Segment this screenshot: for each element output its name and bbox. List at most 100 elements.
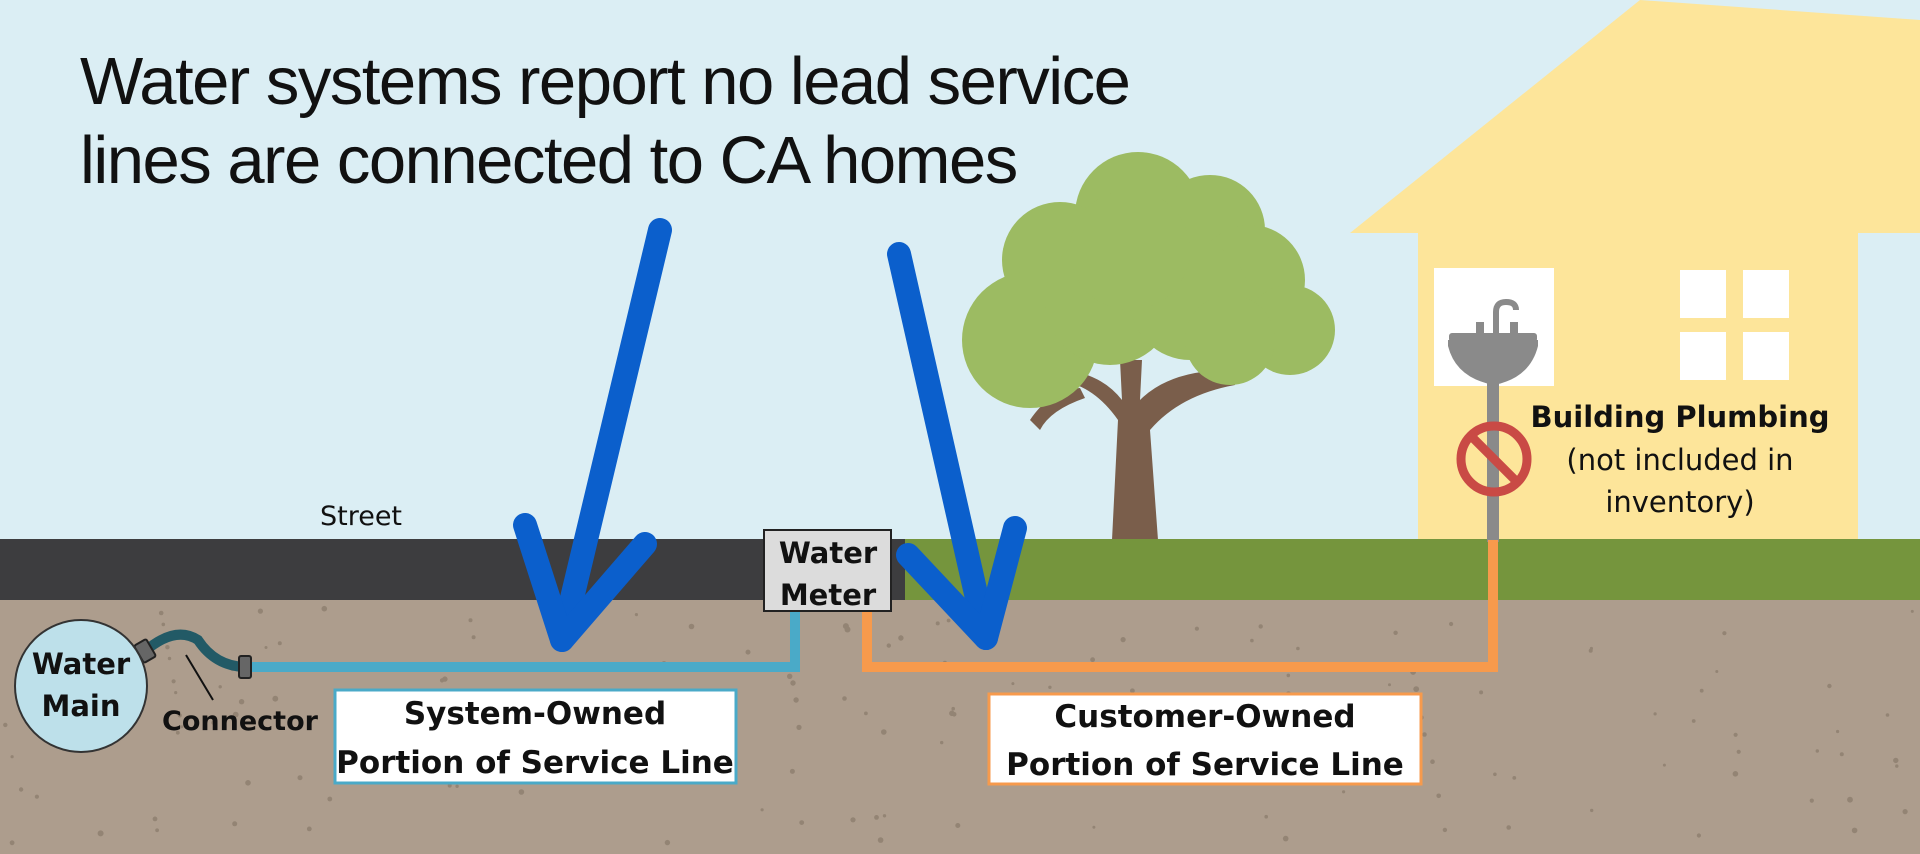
soil-speckle (1847, 796, 1853, 803)
system-owned-label-1: System-Owned (404, 696, 666, 732)
soil-speckle (161, 622, 166, 627)
soil-speckle (1839, 752, 1844, 757)
soil-speckle (1422, 732, 1427, 737)
soil-speckle (796, 724, 802, 731)
soil-speckle (97, 830, 104, 837)
connector-pipe (133, 629, 252, 679)
connector-leader-line (185, 654, 214, 701)
soil-speckle (321, 605, 328, 612)
soil-speckle (1699, 688, 1704, 693)
water-main-label-1: Water (32, 647, 131, 681)
soil-speckle (787, 673, 793, 679)
soil-speckle (799, 820, 805, 825)
soil-speckle (1258, 624, 1263, 629)
soil-speckle (1342, 790, 1346, 794)
soil-speckle (264, 646, 268, 649)
soil-speckle (1090, 657, 1095, 663)
soil-speckle (1264, 814, 1268, 819)
soil-speckle (886, 643, 891, 648)
water-main (14, 619, 148, 753)
soil-speckle (1715, 670, 1719, 673)
soil-speckle (1736, 749, 1741, 754)
soil-speckle (842, 623, 849, 630)
soil-speckle (1590, 808, 1594, 813)
soil-speckle (155, 828, 160, 833)
soil-speckle (1733, 732, 1738, 737)
water-main-label-2: Main (41, 689, 120, 723)
soil-speckle (1194, 626, 1199, 631)
soil-speckle (180, 725, 184, 729)
soil-speckle (1893, 757, 1899, 764)
soil-speckle (1413, 686, 1420, 692)
soil-speckle (1479, 690, 1484, 695)
soil-speckle (664, 839, 671, 846)
soil-speckle (1732, 771, 1739, 777)
soil-speckle (152, 816, 158, 822)
soil-speckle (1836, 729, 1840, 734)
soil-speckle (760, 808, 764, 812)
soil-speckle (1809, 798, 1814, 803)
soil-speckle (1885, 713, 1890, 717)
water-meter (763, 529, 892, 612)
street (0, 539, 905, 602)
soil-speckle (455, 784, 459, 788)
soil-speckle (634, 613, 639, 617)
soil-speckle (882, 814, 887, 818)
title-line-2: lines are connected to CA homes (80, 123, 1017, 198)
soil-speckle (277, 641, 282, 646)
soil-speckle (898, 635, 904, 641)
soil-speckle (1442, 827, 1448, 833)
sink-icon (1448, 298, 1538, 385)
soil-speckle (1512, 776, 1517, 780)
soil-speckle (881, 729, 887, 735)
soil-speckle (3, 722, 8, 728)
soil-speckle (688, 623, 695, 630)
soil-speckle (439, 678, 445, 683)
soil-speckle (1506, 825, 1511, 830)
soil-speckle (1827, 683, 1832, 689)
soil-speckle (1662, 763, 1666, 767)
soil-speckle (1388, 683, 1391, 687)
soil-speckle (238, 699, 245, 705)
soil-speckle (951, 712, 957, 717)
arrow-icon-system (513, 218, 672, 652)
no-symbol-icon (1456, 421, 1532, 497)
soil-speckle (1588, 648, 1593, 653)
soil-speckle (171, 679, 176, 684)
customer-owned-service-line (862, 540, 1498, 672)
system-owned-label-box (333, 688, 738, 785)
soil-speckle (864, 711, 868, 716)
soil-speckle (874, 815, 879, 820)
soil-speckle (745, 649, 751, 655)
soil-speckle (940, 740, 944, 745)
soil-speckle (232, 821, 238, 827)
soil-speckle (1436, 793, 1441, 799)
soil-speckle (1851, 827, 1858, 834)
water-meter-label-1: Water (779, 536, 878, 570)
soil-speckle (327, 796, 333, 802)
soil-speckle (1430, 759, 1435, 764)
arrow-icon-customer (887, 242, 1027, 650)
soil-speckle (34, 794, 40, 799)
soil-speckle (177, 713, 182, 718)
soil-speckle (935, 621, 940, 626)
soil-speckle (167, 656, 172, 661)
soil-speckle (158, 610, 164, 616)
soil-speckle (1286, 673, 1291, 678)
soil-speckle (955, 823, 961, 828)
soil-speckle (1691, 719, 1696, 723)
soil-speckle (245, 780, 251, 786)
soil-speckle (1296, 646, 1300, 651)
soil-speckle (1902, 809, 1908, 815)
soil-speckle (211, 720, 216, 725)
soil-speckle (471, 635, 476, 640)
soil-speckle (232, 711, 239, 718)
soil-speckle (1815, 749, 1820, 753)
soil-speckle (1250, 638, 1254, 643)
soil-speckle (1011, 682, 1015, 686)
soil-speckle (306, 826, 312, 832)
soil-speckle (10, 755, 14, 759)
soil-speckle (789, 768, 795, 774)
soil-speckle (468, 618, 473, 623)
